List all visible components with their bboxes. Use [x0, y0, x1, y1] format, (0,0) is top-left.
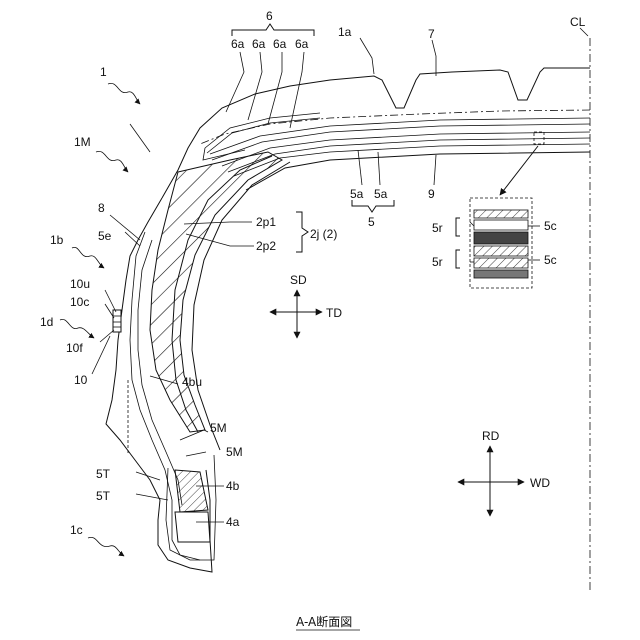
label-5: 5 [368, 215, 375, 229]
label-6: 6 [266, 9, 273, 23]
brace-2j [296, 212, 308, 252]
figure-caption: A-A断面図 [296, 614, 352, 629]
label-5c-1: 5c [544, 219, 557, 233]
label-5T-1: 5T [96, 467, 111, 481]
label-5c-2: 5c [544, 253, 557, 267]
detail-layer-4 [474, 246, 528, 256]
sensor-10 [113, 310, 121, 332]
label-5r-2: 5r [432, 255, 443, 269]
label-5r-1: 5r [432, 221, 443, 235]
axis-label-sd: SD [290, 273, 307, 287]
label-1a: 1a [338, 25, 352, 39]
label-5a-1: 5a [350, 187, 364, 201]
sd-td-axis [270, 290, 322, 338]
label-10c: 10c [70, 295, 89, 309]
cap-ply-6a-a [205, 113, 320, 148]
belt-layer-5 [234, 144, 590, 176]
brace-5 [352, 200, 394, 212]
label-1: 1 [100, 65, 107, 79]
brace-5r-bottom [456, 250, 460, 268]
label-6a-1: 6a [231, 37, 245, 51]
detail-layer-1 [474, 210, 528, 218]
label-2p2: 2p2 [256, 239, 276, 253]
axis-label-td: TD [326, 306, 342, 320]
rd-wd-axis [458, 446, 524, 516]
label-CL: CL [570, 15, 586, 29]
bead-filler-4b [175, 470, 208, 512]
label-5e: 5e [98, 229, 112, 243]
label-4a: 4a [226, 515, 240, 529]
label-5M-1: 5M [210, 421, 227, 435]
squiggle-leaders [60, 83, 140, 556]
axis-label-wd: WD [530, 476, 550, 490]
brace-6 [232, 24, 314, 36]
detail-layer-5 [474, 258, 528, 268]
detail-layer-6 [474, 270, 528, 278]
label-4b: 4b [226, 479, 240, 493]
bead-core-4a [175, 512, 210, 542]
label-2p1: 2p1 [256, 215, 276, 229]
label-8: 8 [98, 201, 105, 215]
label-1d: 1d [40, 315, 53, 329]
label-9: 9 [428, 187, 435, 201]
label-10u: 10u [70, 277, 90, 291]
label-1M: 1M [74, 135, 91, 149]
label-4bu: 4bu [182, 375, 202, 389]
axis-label-rd: RD [482, 429, 500, 443]
label-5a-2: 5a [374, 187, 388, 201]
label-7: 7 [428, 27, 435, 41]
label-5M-2: 5M [226, 445, 243, 459]
label-6a-4: 6a [295, 37, 309, 51]
detail-marker-box [534, 132, 544, 144]
label-2j: 2j (2) [310, 227, 337, 241]
label-6a-2: 6a [252, 37, 266, 51]
brace-5r-top [456, 218, 460, 236]
label-6a-3: 6a [273, 37, 287, 51]
detail-layer-2 [474, 220, 528, 230]
label-1b: 1b [50, 233, 64, 247]
label-1c: 1c [70, 523, 83, 537]
label-10: 10 [74, 373, 88, 387]
inner-liner-9 [246, 152, 590, 190]
label-5T-2: 5T [96, 489, 111, 503]
carcass-hatched-region [150, 152, 282, 432]
label-10f: 10f [66, 341, 83, 355]
detail-layer-3 [474, 232, 528, 244]
